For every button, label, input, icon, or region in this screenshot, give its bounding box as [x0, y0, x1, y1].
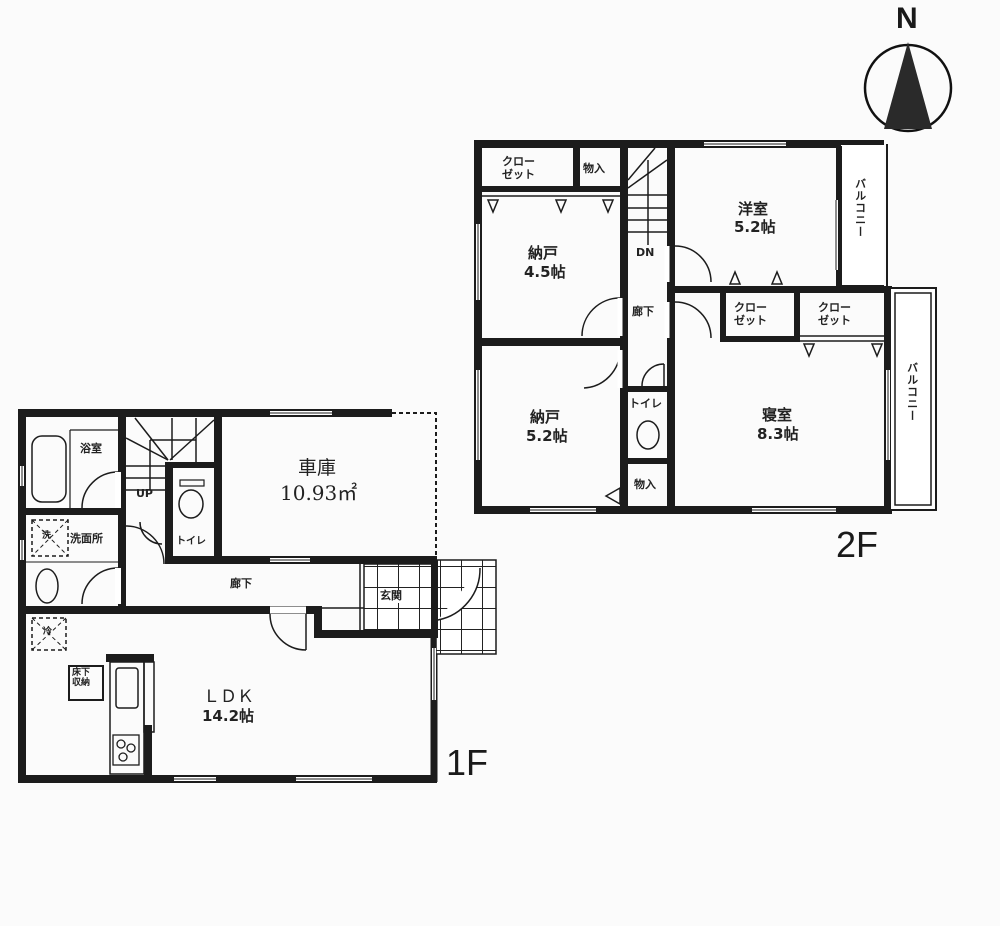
stairs-up-label: UP	[136, 487, 153, 500]
room-name-storeroom-2: 納戸	[530, 408, 561, 426]
balcony-label: バルコニー	[905, 362, 919, 422]
north-arrow-icon	[863, 42, 953, 133]
washer-label: 洗	[42, 531, 52, 541]
fridge-label: 冷	[43, 627, 53, 637]
floor-label-1f: 1F	[446, 742, 489, 783]
room-area-storeroom-1: 4.5帖	[524, 263, 566, 281]
closet-label: クロー ゼット	[502, 155, 535, 181]
room-area-ldk: 14.2帖	[202, 707, 255, 725]
entrance-label: 玄関	[380, 589, 402, 603]
room-name-ldk: ＬＤＫ	[203, 687, 254, 707]
storage-label: 物入	[634, 478, 656, 491]
room-area-storeroom-2: 5.2帖	[526, 427, 568, 445]
toilet-fixture-icon	[636, 420, 660, 450]
room-name-storeroom-1: 納戸	[528, 244, 559, 262]
north-label: N	[896, 2, 918, 35]
room-area-bedroom: 8.3帖	[757, 425, 799, 443]
stairs-1f	[125, 417, 215, 491]
washroom-label: 洗面所	[70, 532, 103, 545]
floor-label-2f: 2F	[836, 524, 879, 565]
room-area-garage: 10.93㎡	[280, 481, 358, 505]
toilet-fixture-icon	[178, 489, 204, 519]
stairs-down-label: DN	[636, 246, 655, 259]
stove-icon	[112, 734, 140, 766]
room-name-bedroom: 寝室	[762, 406, 793, 424]
toilet-label: トイレ	[176, 536, 206, 547]
room-name-garage: 車庫	[298, 457, 337, 479]
closet-label: クロー ゼット	[818, 301, 851, 327]
stairs-2f	[627, 147, 668, 245]
bath-label: 浴室	[80, 442, 102, 455]
underfloor-storage-label: 床下 収納	[72, 668, 91, 689]
first-floor-plan	[18, 409, 497, 783]
toilet-label: トイレ	[629, 397, 662, 410]
exterior-wall-2f	[474, 140, 892, 514]
balcony-label: バルコニー	[853, 178, 867, 238]
room-area-western: 5.2帖	[734, 218, 776, 236]
second-floor-plan	[474, 140, 937, 514]
hallway-label: 廊下	[632, 305, 654, 318]
hallway-label: 廊下	[230, 577, 252, 590]
room-name-western: 洋室	[738, 200, 769, 218]
kitchen-sink-icon	[115, 667, 139, 709]
storage-label: 物入	[583, 162, 605, 175]
closet-label: クロー ゼット	[734, 301, 767, 327]
